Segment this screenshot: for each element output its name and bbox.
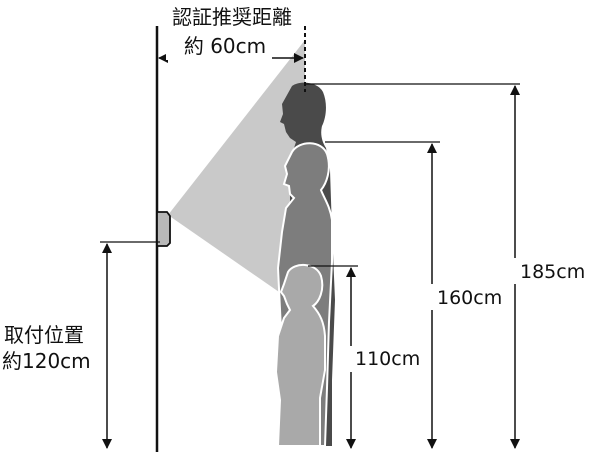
camera-view-cone <box>168 40 305 310</box>
device-icon <box>156 211 171 247</box>
tall-height-label: 185cm <box>520 261 585 283</box>
mount-position-value: 約120cm <box>2 349 91 373</box>
recommended-distance-title: 認証推奨距離 <box>172 5 292 29</box>
mount-position-title: 取付位置 <box>4 323 84 347</box>
medium-height-label: 160cm <box>437 287 502 309</box>
short-height-label: 110cm <box>355 348 420 370</box>
short-person-silhouette <box>274 264 326 447</box>
recommended-distance-value: 約 60cm <box>184 34 266 58</box>
